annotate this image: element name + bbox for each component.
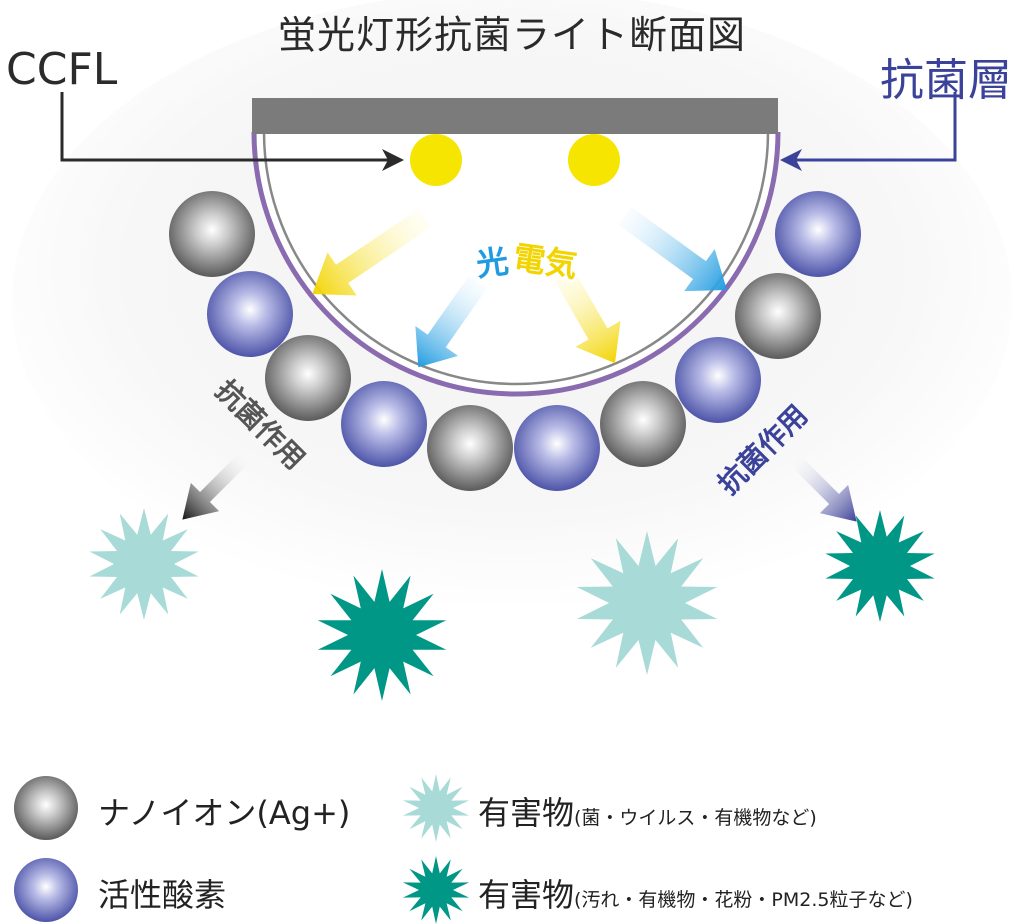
nano-ion-particle	[735, 273, 821, 359]
ccfl-lamp-right	[568, 134, 620, 186]
ccfl-pointer-head	[382, 149, 404, 171]
ccfl-label: CCFL	[6, 44, 118, 95]
inner-tube-arc	[262, 131, 770, 386]
legend-harmful-dirt-note: (汚れ・有機物・花粉・PM2.5粒子など)	[574, 889, 913, 911]
active-oxygen-particle	[775, 191, 861, 277]
electric-arrow-center	[550, 262, 621, 364]
top-bar	[252, 98, 778, 134]
legend-harmful-dirt-label: 有害物(汚れ・有機物・花粉・PM2.5粒子など)	[478, 870, 913, 916]
action-arrow-left	[182, 451, 251, 520]
legend-harmful-dirt-main: 有害物	[478, 876, 575, 914]
nano-ion-particle	[600, 381, 686, 467]
legend-active-oxygen-label: 活性酸素	[98, 876, 227, 914]
legend-harmful-dirt-icon	[402, 856, 470, 924]
antibacterial-layer-arc	[251, 131, 781, 397]
legend-nano-ion-icon	[14, 776, 78, 840]
layer-pointer-head	[780, 149, 802, 171]
active-oxygen-particle	[514, 405, 600, 491]
active-oxygen-particle	[207, 271, 293, 357]
light-arrow-right	[618, 207, 727, 292]
legend-harmful-germ-note: (菌・ウイルス・有機物など)	[574, 807, 817, 829]
legend-harmful-germ-main: 有害物	[478, 794, 575, 832]
active-oxygen-particle	[675, 337, 761, 423]
action-arrow-right	[788, 453, 857, 522]
legend-harmful-germ-icon	[402, 774, 470, 842]
nano-ion-particle	[265, 335, 351, 421]
ccfl-pointer-line	[60, 92, 392, 162]
legend-active-oxygen-icon	[14, 858, 78, 922]
electric-arrow-left	[312, 208, 432, 296]
nano-ion-particle	[427, 405, 513, 491]
light-arrow-center	[415, 275, 488, 368]
active-oxygen-particle	[341, 381, 427, 467]
light-label: 光	[474, 242, 511, 284]
harmful-dirt-star	[825, 510, 935, 622]
layer-pointer-line	[792, 92, 957, 162]
legend-harmful-germ-label: 有害物(菌・ウイルス・有機物など)	[478, 788, 817, 834]
legend-nano-ion-label: ナノイオン(Ag+)	[98, 794, 351, 832]
harmful-germ-star	[89, 508, 199, 620]
harmful-dirt-star	[317, 569, 447, 701]
nano-ion-particle	[169, 191, 255, 277]
ccfl-lamp-left	[410, 134, 462, 186]
antibacterial-layer-label: 抗菌層	[880, 55, 1012, 106]
harmful-germ-star	[576, 531, 718, 675]
page-title: 蛍光灯形抗菌ライト断面図	[277, 13, 746, 57]
